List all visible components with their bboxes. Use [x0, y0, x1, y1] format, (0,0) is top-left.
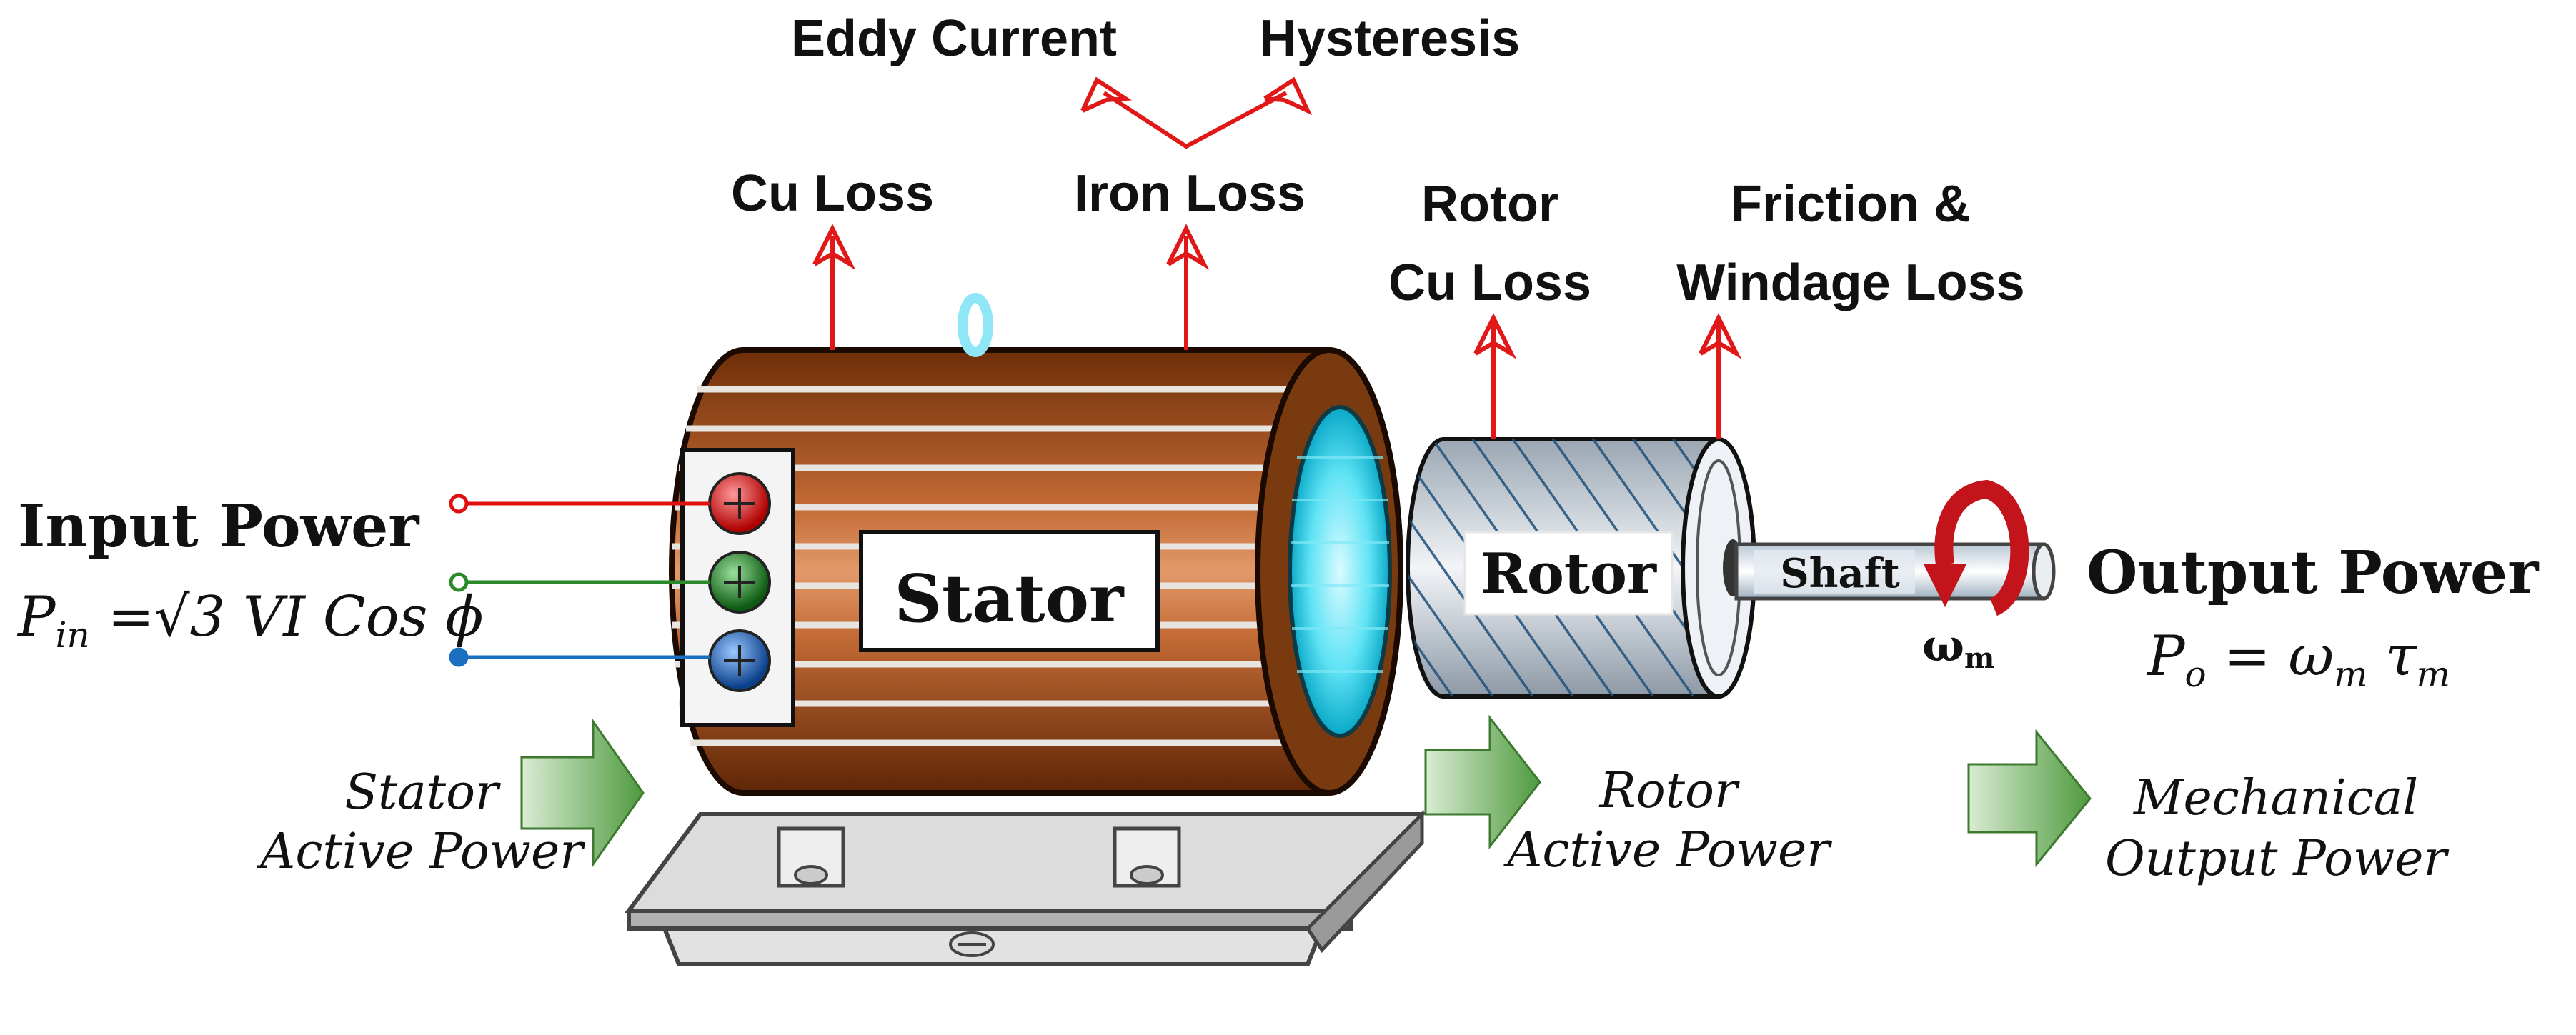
cu-loss-label: Cu Loss — [731, 165, 934, 222]
omega-m-label: ωm — [1922, 619, 1994, 675]
iron-loss-label: Iron Loss — [1074, 165, 1306, 222]
output-power-title: Output Power — [2087, 539, 2540, 607]
shaft — [1734, 542, 2056, 601]
friction-windage-label-line1: Friction & — [1731, 176, 1971, 233]
rotation-arrow-icon — [1924, 479, 2029, 616]
rotor-active-power-line1: Rotor — [1598, 763, 1740, 819]
input-power-title: Input Power — [18, 492, 420, 561]
mechanical-output-power-line2: Output Power — [2105, 831, 2450, 887]
terminal-box — [680, 448, 795, 727]
eddy-current-label: Eddy Current — [791, 10, 1117, 67]
rotor-body — [1406, 437, 1756, 699]
flow-arrow-mechanical-icon — [1967, 729, 2092, 868]
motor-base — [625, 809, 1426, 966]
stator-label: Stator — [895, 560, 1125, 637]
flow-arrow-stator-icon — [520, 718, 645, 868]
rotor-active-power-line2: Active Power — [1503, 822, 1832, 879]
hysteresis-label: Hysteresis — [1260, 10, 1520, 67]
rotor-cu-loss-label-line1: Rotor — [1421, 176, 1558, 233]
output-power-formula: Po = ωm τm — [2146, 624, 2450, 695]
flow-arrow-rotor-icon — [1424, 714, 1541, 850]
friction-windage-label-line2: Windage Loss — [1676, 254, 2024, 311]
rotor-cu-loss-label-line2: Cu Loss — [1388, 254, 1591, 311]
stator-active-power-line1: Stator — [344, 764, 501, 821]
mechanical-output-power-line1: Mechanical — [2132, 770, 2418, 826]
loss-arrows — [812, 76, 1742, 439]
stator-active-power-line2: Active Power — [256, 824, 585, 880]
input-power-formula: Pin =√3 VI Cos ϕ — [16, 585, 484, 656]
lifting-eye-icon — [958, 293, 993, 357]
shaft-label: Shaft — [1780, 550, 1900, 597]
rotor-label: Rotor — [1481, 541, 1657, 606]
phase-lines — [449, 494, 710, 667]
